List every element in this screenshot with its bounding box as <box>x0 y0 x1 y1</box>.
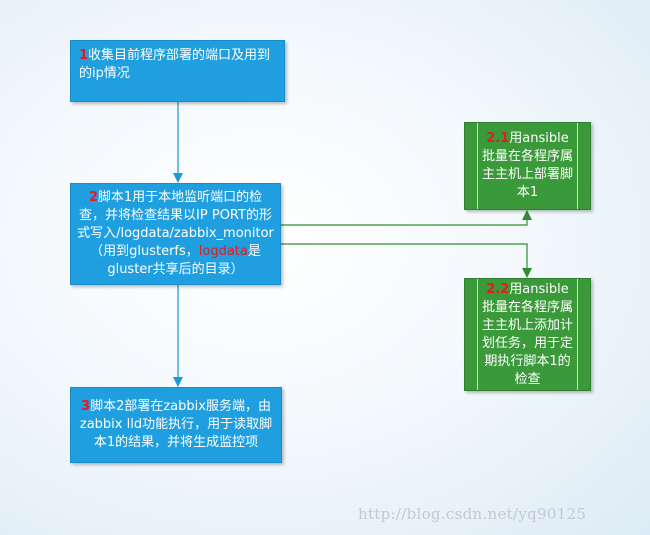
node-step2: 2脚本1用于本地监听端口的检查，并将检查结果以IP PORT的形式写入/logd… <box>70 183 281 285</box>
step2-text: 脚本1用于本地监听端口的检查，并将检查结果以IP PORT的形式写入/logda… <box>77 190 274 259</box>
watermark-url: http://blog.csdn.net/yq90125 <box>358 505 587 523</box>
step3-text: 脚本2部署在zabbix服务端，由zabbix lld功能执行，用于读取脚本1的… <box>79 399 273 450</box>
step1-text: 收集目前程序部署的端口及用到的ip情况 <box>79 48 271 81</box>
step2-text-tail: 是gluster共享后的目录） <box>107 244 261 277</box>
step1-number: 1 <box>79 48 89 63</box>
step2-2-text: 用ansible批量在各程序属主主机上添加计划任务，用于定期执行脚本1的检查 <box>481 281 573 387</box>
node-step3: 3脚本2部署在zabbix服务端，由zabbix lld功能执行，用于读取脚本1… <box>70 387 282 463</box>
step2-1-number: 2.1 <box>486 131 510 146</box>
step2-1-content: 2.1用ansible批量在各程序属主主机上部署脚本1 <box>477 123 578 209</box>
step2-1-text: 用ansible批量在各程序属主主机上部署脚本1 <box>481 131 573 200</box>
step2-highlight: logdata <box>198 244 248 259</box>
connector-step2-step21 <box>281 210 532 226</box>
step2-number: 2 <box>88 190 98 205</box>
step2-2-content: 2.2用ansible批量在各程序属主主机上添加计划任务，用于定期执行脚本1的检… <box>477 279 578 390</box>
step3-number: 3 <box>81 399 91 414</box>
node-step2-1: 2.1用ansible批量在各程序属主主机上部署脚本1 <box>464 122 591 210</box>
node-step1: 1收集目前程序部署的端口及用到的ip情况 <box>70 40 285 102</box>
node-step2-2: 2.2用ansible批量在各程序属主主机上添加计划任务，用于定期执行脚本1的检… <box>464 278 591 391</box>
connector-step2-step22 <box>281 243 532 278</box>
step2-2-number: 2.2 <box>486 281 510 297</box>
